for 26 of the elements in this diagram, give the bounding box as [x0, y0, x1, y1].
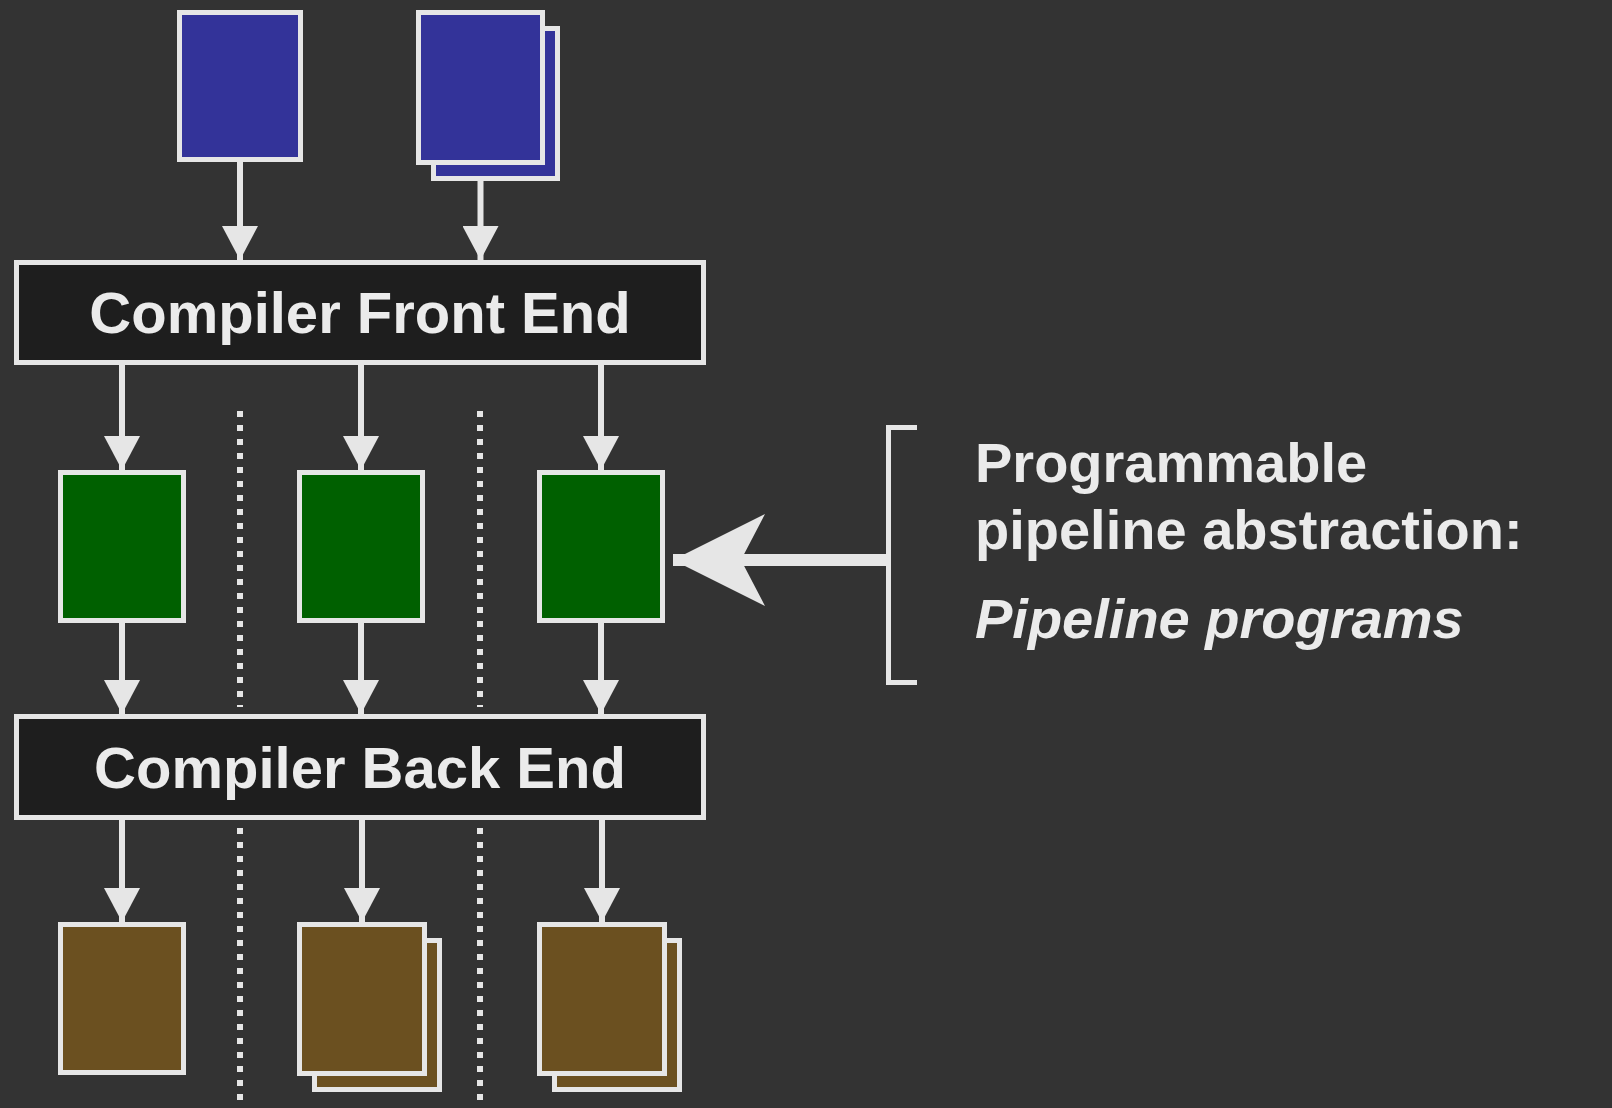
file-box — [297, 470, 425, 623]
file-box — [58, 922, 186, 1075]
arrow — [344, 820, 380, 922]
arrow — [104, 623, 140, 714]
arrow — [673, 514, 886, 606]
arrow — [104, 365, 140, 470]
arrow — [462, 181, 499, 260]
arrow — [104, 820, 140, 922]
arrow — [583, 365, 619, 470]
arrow — [222, 162, 258, 260]
arrow — [583, 623, 619, 714]
file-stack — [297, 922, 442, 1092]
file-box — [58, 470, 186, 623]
file-stack — [537, 922, 682, 1092]
annotation-text: Programmable pipeline abstraction: — [975, 430, 1524, 564]
file-box — [537, 470, 665, 623]
file-stack — [416, 10, 560, 181]
arrow — [584, 820, 620, 922]
annotation-text: Pipeline programs — [975, 586, 1465, 653]
arrow — [343, 365, 379, 470]
arrow — [343, 623, 379, 714]
process-box — [14, 260, 706, 365]
box-label: Compiler Back End — [94, 733, 626, 801]
file-box — [177, 10, 303, 162]
box-label: Compiler Front End — [89, 279, 631, 346]
process-box — [14, 714, 706, 820]
